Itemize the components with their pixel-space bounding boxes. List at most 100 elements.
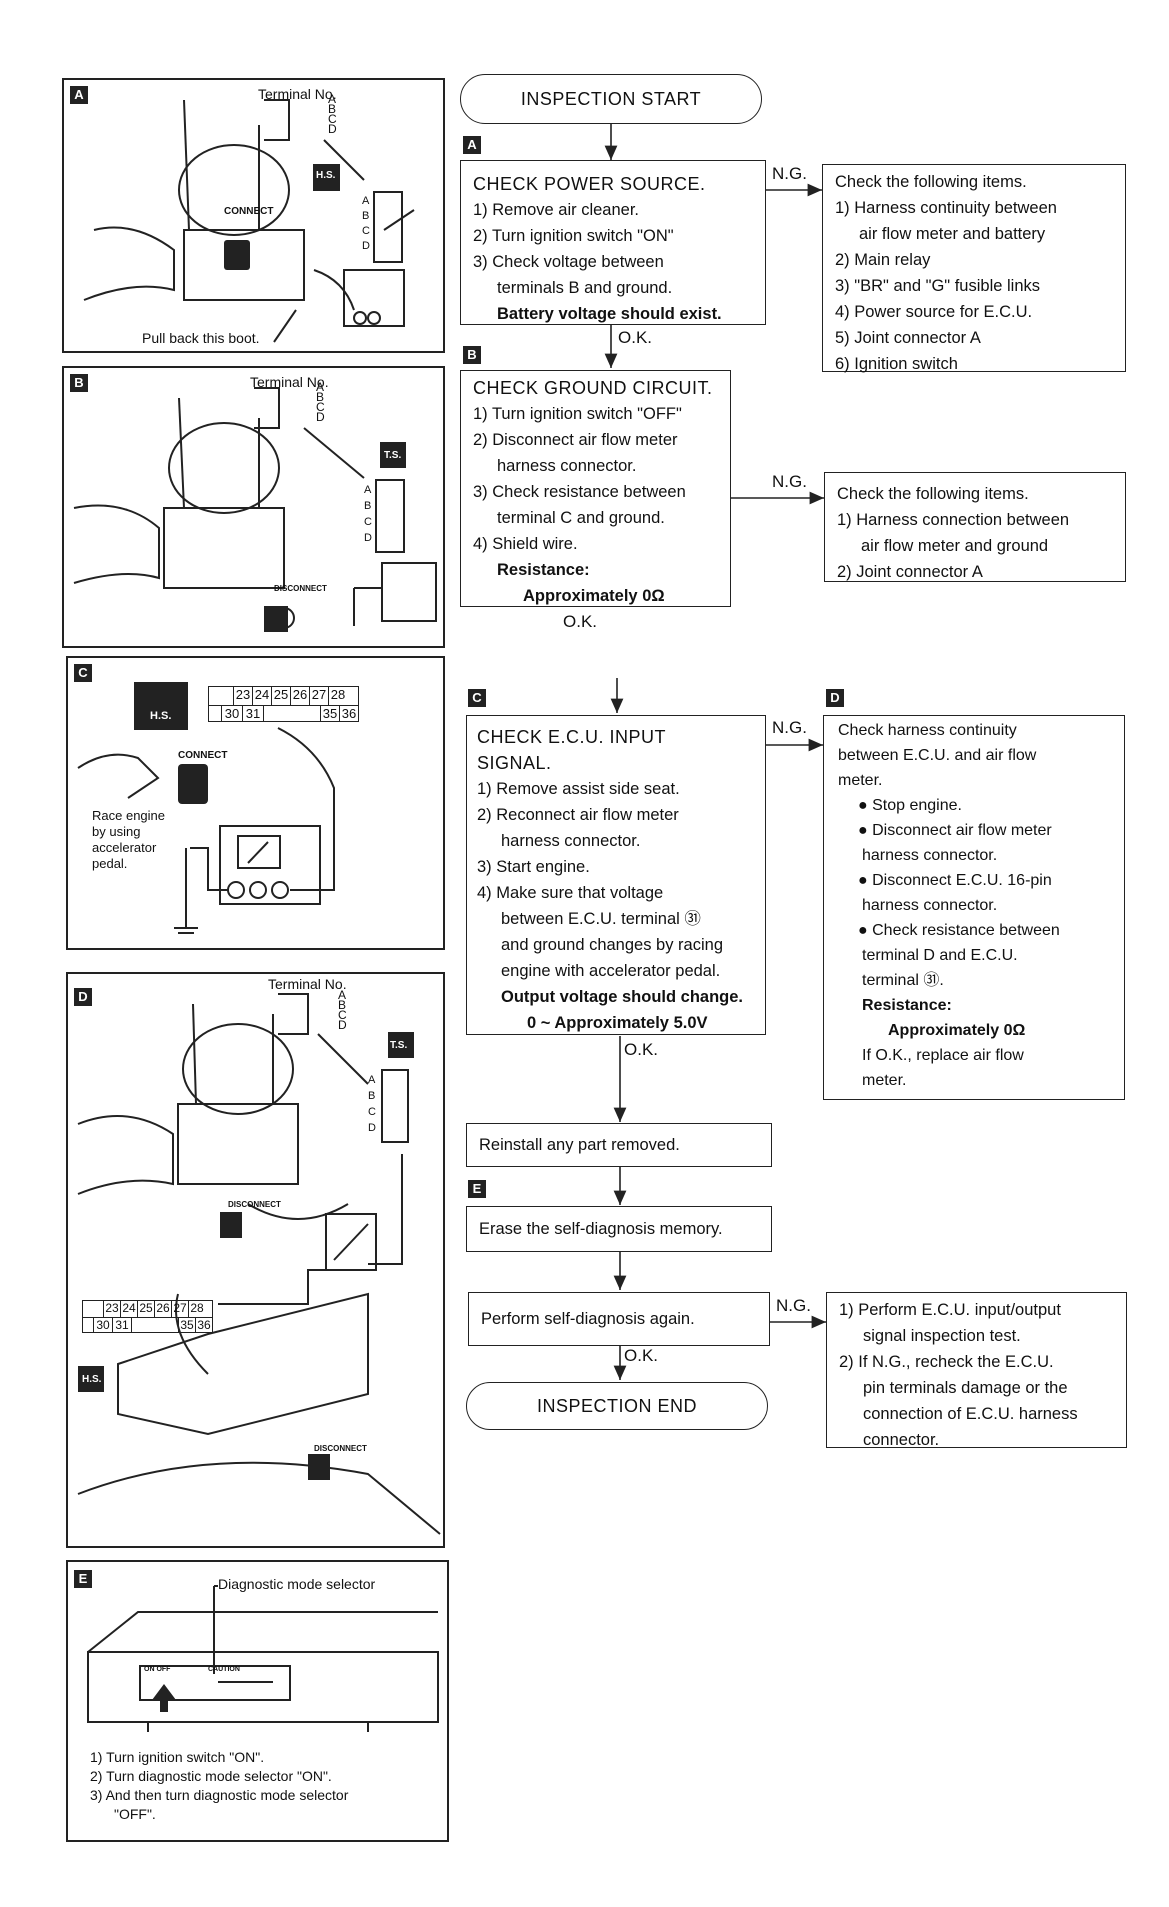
connector-letter: D — [368, 1122, 376, 1134]
pin: 35 — [179, 1318, 196, 1332]
connector-letter: B — [362, 210, 370, 222]
race-line: pedal. — [92, 856, 128, 871]
ng-c-line: Check harness continuity — [838, 722, 1017, 739]
ng-c-bullet-cont: terminal D and E.C.U. — [862, 947, 1018, 964]
ng-a-box: Check the following items. 1) Harness co… — [822, 164, 1126, 373]
ng-final-item: connection of E.C.U. harness — [863, 1405, 1078, 1423]
selector-step: 1) Turn ignition switch "ON". — [90, 1749, 265, 1765]
ng-final-item: 2) If N.G., recheck the E.C.U. — [839, 1353, 1054, 1371]
step-a-note: Battery voltage should exist. — [497, 305, 722, 323]
terminal-letter: D — [328, 122, 337, 136]
race-engine-note: Race engine by using accelerator pedal. — [92, 808, 165, 872]
ok-label-b: O.K. — [563, 612, 598, 631]
pin: 25 — [138, 1301, 155, 1317]
ng-b-item: 2) Joint connector A — [837, 563, 983, 581]
step-c-note2: 0 ~ Approximately 5.0V — [527, 1014, 708, 1032]
check-power-source-box: CHECK POWER SOURCE. 1) Remove air cleane… — [460, 160, 766, 325]
disconnect-label: DISCONNECT — [314, 1444, 367, 1453]
hs-icon: H.S. — [82, 1374, 102, 1385]
terminal-letter: C — [316, 400, 325, 414]
step-a-item: 1) Remove air cleaner. — [473, 201, 639, 219]
step-b-item: 2) Disconnect air flow meter — [473, 431, 678, 449]
step-b-item: harness connector. — [497, 457, 637, 475]
ts-icon: T.S. — [390, 1040, 408, 1051]
pin: 27 — [172, 1301, 189, 1317]
illustration-e: E Diagnostic mode selector ON OFF CAUTIO… — [66, 1560, 449, 1842]
step-c-item: 3) Start engine. — [477, 858, 590, 876]
connector-letters: A B C D — [362, 194, 370, 254]
terminal-letter: A — [316, 380, 325, 394]
inspection-end: INSPECTION END — [466, 1382, 768, 1430]
self-diagnosis-box: Perform self-diagnosis again. — [468, 1292, 770, 1346]
pin: 31 — [113, 1318, 132, 1332]
ok-label-a: O.K. — [618, 328, 653, 347]
pin: 27 — [310, 687, 329, 705]
step-c-item: engine with accelerator pedal. — [501, 962, 721, 980]
step-a-item: 2) Turn ignition switch "ON" — [473, 227, 674, 245]
ok-label-final: O.K. — [624, 1346, 659, 1365]
ng-final-box: 1) Perform E.C.U. input/output signal in… — [826, 1292, 1127, 1449]
ng-c-line: meter. — [838, 772, 883, 789]
terminal-no-label: Terminal No. — [258, 86, 337, 102]
pin: 31 — [243, 706, 264, 721]
ts-icon: T.S. — [384, 450, 402, 461]
step-c-item: 4) Make sure that voltage — [477, 884, 664, 902]
selector-step: "OFF". — [114, 1806, 156, 1822]
step-d-tag: D — [826, 689, 844, 707]
ng-a-item: 2) Main relay — [835, 251, 931, 269]
illustration-a-tag: A — [70, 86, 88, 104]
pin: 25 — [272, 687, 291, 705]
ng-final-item: pin terminals damage or the — [863, 1379, 1068, 1397]
terminal-letter: C — [338, 1008, 347, 1022]
connector-letter: B — [364, 500, 372, 512]
pin: 30 — [94, 1318, 113, 1332]
race-line: Race engine — [92, 808, 165, 823]
disconnect-label: DISCONNECT — [274, 584, 327, 593]
step-c-title2: SIGNAL. — [477, 753, 552, 773]
race-line: by using — [92, 824, 141, 839]
ng-a-item: 1) Harness continuity between — [835, 199, 1057, 217]
connect-label: CONNECT — [224, 206, 274, 217]
ng-label-a: N.G. — [772, 164, 807, 183]
ng-c-line: between E.C.U. and air flow — [838, 747, 1037, 764]
ng-c-bullet-cont: terminal ㉛. — [862, 972, 944, 989]
terminal-no-label: Terminal No. — [268, 976, 347, 992]
ecu-harness-drawing — [77, 993, 441, 1535]
ng-c-bullet: ● Disconnect E.C.U. 16-pin — [858, 872, 1052, 889]
ecu-connector-pins: 23 24 25 26 27 28 30 31 35 36 — [208, 686, 359, 722]
illustration-c-tag: C — [74, 664, 92, 682]
ng-c-tail: If O.K., replace air flow — [862, 1047, 1024, 1064]
ng-c-bullet: ● Stop engine. — [858, 797, 962, 814]
selector-step: 3) And then turn diagnostic mode selecto… — [90, 1787, 349, 1803]
pin: 23 — [234, 687, 253, 705]
step-b-res-value: Approximately 0Ω — [523, 587, 665, 605]
ng-a-item: 6) Ignition switch — [835, 355, 958, 373]
ng-label-final: N.G. — [776, 1296, 811, 1315]
terminal-letter: A — [328, 92, 337, 106]
throttle-body-drawing — [83, 99, 415, 343]
ng-a-title: Check the following items. — [835, 173, 1027, 191]
connector-letter: A — [362, 195, 370, 207]
ng-c-bullet: ● Disconnect air flow meter — [858, 822, 1052, 839]
ng-a-item: 4) Power source for E.C.U. — [835, 303, 1033, 321]
terminal-no-label: Terminal No. — [250, 374, 329, 390]
step-c-title: CHECK E.C.U. INPUT — [477, 727, 667, 747]
selector-step: 2) Turn diagnostic mode selector "ON". — [90, 1768, 332, 1784]
step-b-item: 4) Shield wire. — [473, 535, 578, 553]
pin: 35 — [321, 706, 340, 721]
step-c-item: harness connector. — [501, 832, 641, 850]
pin: 23 — [104, 1301, 121, 1317]
voltmeter-probe-drawing — [77, 682, 335, 934]
step-b-res-label: Resistance: — [497, 561, 590, 579]
step-b-tag: B — [463, 346, 481, 364]
illustration-b: B Terminal No. A B C D A B C D T.S. DISC — [62, 366, 445, 648]
step-a-item-cont: terminals B and ground. — [497, 279, 673, 297]
step-b-item: 1) Turn ignition switch "OFF" — [473, 405, 682, 423]
pin: 36 — [197, 1318, 211, 1332]
connector-letter: C — [364, 516, 372, 528]
check-ecu-input-box: CHECK E.C.U. INPUT SIGNAL. 1) Remove ass… — [466, 715, 766, 1035]
pull-back-boot-label: Pull back this boot. — [142, 330, 260, 346]
step-c-note1: Output voltage should change. — [501, 988, 744, 1006]
step-c-item: 2) Reconnect air flow meter — [477, 806, 679, 824]
